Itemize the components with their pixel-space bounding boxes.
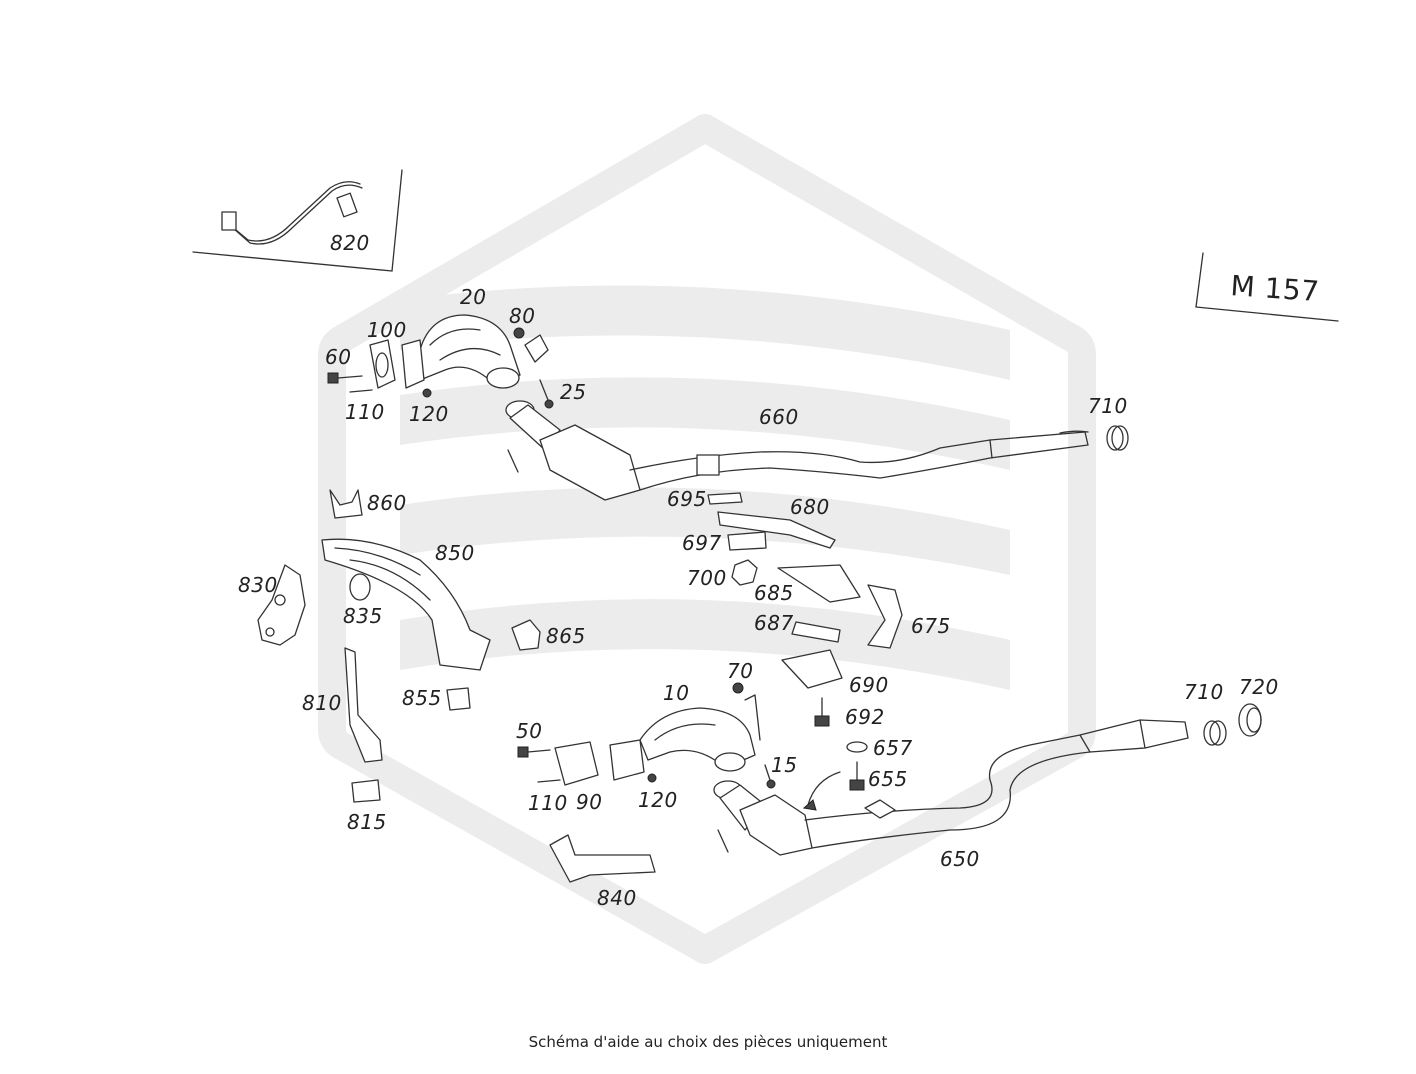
bolt-655[interactable] <box>849 761 865 791</box>
flange-100b[interactable] <box>401 339 425 389</box>
nut-80[interactable] <box>513 327 525 339</box>
label-70: 70 <box>727 659 753 683</box>
label-835: 835 <box>343 604 383 628</box>
exhaust-manifold-10[interactable] <box>639 694 761 772</box>
clamp-710a[interactable] <box>1106 425 1129 451</box>
nut-70[interactable] <box>732 682 744 694</box>
label-25: 25 <box>560 380 586 404</box>
label-15: 15 <box>771 753 797 777</box>
label-90: 90 <box>576 790 602 814</box>
label-10: 10 <box>663 681 689 705</box>
stud-110a[interactable] <box>349 389 373 393</box>
bracket-685[interactable] <box>777 564 861 603</box>
label-830: 830 <box>238 573 278 597</box>
label-855: 855 <box>402 686 442 710</box>
heat-shield-850[interactable] <box>321 538 491 671</box>
bracket-687[interactable] <box>791 621 841 643</box>
label-60: 60 <box>325 345 351 369</box>
bracket-695[interactable] <box>707 492 743 505</box>
label-690: 690 <box>849 673 889 697</box>
engine-label: M 157 <box>1230 269 1321 308</box>
label-692: 692 <box>845 705 885 729</box>
footer-note: Schéma d'aide au choix des pièces unique… <box>528 1033 888 1051</box>
label-20: 20 <box>460 285 486 309</box>
oxygen-sensor-820[interactable] <box>192 169 403 272</box>
stud-110b[interactable] <box>537 779 561 783</box>
label-675: 675 <box>911 614 951 638</box>
arrow-line <box>807 771 841 806</box>
label-687: 687 <box>754 611 794 635</box>
label-50: 50 <box>516 719 542 743</box>
bolt-15[interactable] <box>764 764 776 789</box>
label-80: 80 <box>509 304 535 328</box>
bracket-697[interactable] <box>727 531 767 551</box>
exhaust-pipe-650[interactable] <box>713 719 1189 856</box>
bolt-692[interactable] <box>814 697 830 727</box>
watermark-stripes <box>400 285 1010 690</box>
bracket-680[interactable] <box>717 511 836 549</box>
label-720: 720 <box>1239 675 1279 699</box>
nut-120a[interactable] <box>422 388 432 398</box>
label-710b: 710 <box>1184 680 1224 704</box>
exhaust-pipe-660[interactable] <box>505 400 1089 501</box>
bushing-835[interactable] <box>349 573 371 601</box>
label-810: 810 <box>302 691 342 715</box>
label-100: 100 <box>367 318 407 342</box>
engine-label-box: M 157 <box>1195 252 1339 322</box>
label-860: 860 <box>367 491 407 515</box>
label-820: 820 <box>330 231 370 255</box>
label-840: 840 <box>597 886 637 910</box>
bolt-60[interactable] <box>327 372 363 384</box>
label-650: 650 <box>940 847 980 871</box>
gasket-90[interactable] <box>554 741 599 786</box>
bracket-860[interactable] <box>329 489 363 519</box>
nut-120b[interactable] <box>647 773 657 783</box>
label-710a: 710 <box>1088 394 1128 418</box>
gasket-100-hole <box>375 352 389 378</box>
bracket-840[interactable] <box>549 834 656 883</box>
bolt-50[interactable] <box>517 746 551 758</box>
gasket-100[interactable] <box>369 339 396 389</box>
label-120a: 120 <box>409 402 449 426</box>
bracket-80[interactable] <box>524 334 549 363</box>
label-850: 850 <box>435 541 475 565</box>
exhaust-manifold-20[interactable] <box>419 314 521 389</box>
nut-700[interactable] <box>731 559 758 586</box>
bracket-690[interactable] <box>781 649 843 689</box>
label-120b: 120 <box>638 788 678 812</box>
bracket-815[interactable] <box>351 779 381 803</box>
bracket-855[interactable] <box>446 687 471 711</box>
watermark-logo <box>318 114 1096 964</box>
bracket-865[interactable] <box>511 619 541 651</box>
label-865: 865 <box>546 624 586 648</box>
bracket-675[interactable] <box>867 584 903 649</box>
ring-720[interactable] <box>1238 703 1262 737</box>
label-657: 657 <box>873 736 913 760</box>
arrow-head <box>802 799 817 811</box>
part-labels: 820 20 80 100 60 110 120 25 660 710 695 … <box>238 231 1279 910</box>
heat-shield-850-ribs <box>334 547 431 601</box>
label-110b: 110 <box>528 791 568 815</box>
label-680: 680 <box>790 495 830 519</box>
label-697: 697 <box>682 531 722 555</box>
label-695: 695 <box>667 487 707 511</box>
label-815: 815 <box>347 810 387 834</box>
label-700: 700 <box>687 566 727 590</box>
bolt-25[interactable] <box>539 379 554 409</box>
bracket-810[interactable] <box>344 647 383 763</box>
washer-657[interactable] <box>846 741 868 753</box>
label-660: 660 <box>759 405 799 429</box>
label-685: 685 <box>754 581 794 605</box>
flange-90b[interactable] <box>609 739 645 781</box>
label-110a: 110 <box>345 400 385 424</box>
label-655: 655 <box>868 767 908 791</box>
clamp-710b[interactable] <box>1203 720 1227 746</box>
